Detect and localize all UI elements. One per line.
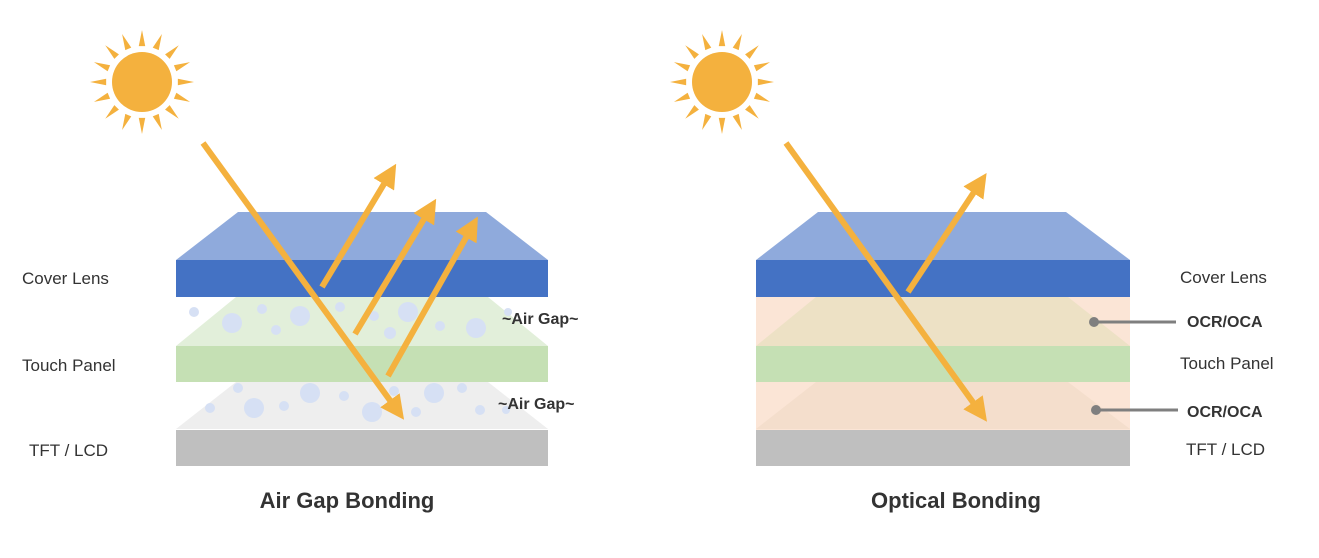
sun-ray — [122, 113, 132, 131]
sun-ray — [702, 113, 712, 131]
air-gap-bonding-panel: Cover Lens Touch Panel TFT / LCD ~Air Ga… — [22, 30, 578, 513]
sun-ray — [138, 117, 146, 134]
sun-ray — [702, 33, 712, 51]
sun-ray — [152, 33, 162, 51]
reflection-arrow — [905, 172, 987, 294]
sun-ray — [757, 78, 774, 86]
sun-ray — [753, 62, 771, 72]
cover-lens-layer — [176, 260, 548, 297]
cover-lens-layer — [756, 260, 1130, 297]
sun-ray — [93, 62, 111, 72]
sun-ray — [753, 92, 771, 102]
sun-ray — [732, 113, 742, 131]
right-label-touch-panel: Touch Panel — [1180, 354, 1274, 373]
sun-disc — [112, 52, 172, 112]
upper-ocr-trapezoid — [756, 297, 1130, 346]
sun-ray — [93, 92, 111, 102]
sun-ray — [173, 62, 191, 72]
left-panel-title: Air Gap Bonding — [260, 488, 435, 513]
lower-air-gap — [176, 382, 548, 429]
ocr-label-upper: OCR/OCA — [1187, 314, 1263, 331]
sun-icon — [670, 30, 774, 134]
sun-ray — [685, 45, 699, 59]
sun-ray — [670, 78, 687, 86]
sun-ray — [685, 105, 699, 119]
sun-ray — [673, 92, 691, 102]
light-arrows — [200, 141, 478, 420]
optical-bonding-panel: Cover Lens OCR/OCA Touch Panel OCR/OCA T… — [670, 30, 1274, 513]
sun-ray — [173, 92, 191, 102]
sun-ray — [745, 105, 759, 119]
right-label-cover-lens: Cover Lens — [1180, 268, 1267, 287]
ocr-connectors — [1089, 317, 1178, 415]
air-gap-label-lower: ~Air Gap~ — [498, 396, 574, 413]
cover-lens-top — [176, 212, 548, 260]
sun-ray — [732, 33, 742, 51]
light-arrows — [783, 141, 988, 422]
incident-arrow — [783, 141, 988, 422]
incident-arrow — [200, 141, 405, 420]
reflection-arrow-1 — [319, 163, 397, 289]
lower-ocr-trapezoid — [756, 382, 1130, 429]
sun-disc — [692, 52, 752, 112]
sun-ray — [165, 45, 179, 59]
sun-icon — [90, 30, 194, 134]
left-label-tft-lcd: TFT / LCD — [29, 441, 108, 460]
left-label-touch-panel: Touch Panel — [22, 356, 116, 375]
sun-ray — [138, 30, 146, 47]
left-label-cover-lens: Cover Lens — [22, 269, 109, 288]
sun-ray — [105, 105, 119, 119]
sun-ray — [718, 117, 726, 134]
right-label-tft-lcd: TFT / LCD — [1186, 440, 1265, 459]
ocr-label-lower: OCR/OCA — [1187, 404, 1263, 421]
sun-ray — [105, 45, 119, 59]
reflection-arrow-3 — [385, 216, 478, 378]
sun-ray — [90, 78, 107, 86]
sun-ray — [177, 78, 194, 86]
sun-ray — [165, 105, 179, 119]
sun-ray — [122, 33, 132, 51]
tft-lcd-layer — [756, 430, 1130, 466]
sun-ray — [152, 113, 162, 131]
sun-ray — [745, 45, 759, 59]
sun-ray — [718, 30, 726, 47]
tft-lcd-layer — [176, 430, 548, 466]
right-panel-title: Optical Bonding — [871, 488, 1041, 513]
sun-ray — [673, 62, 691, 72]
reflection-arrow-2 — [352, 198, 437, 336]
air-gap-label-upper: ~Air Gap~ — [502, 311, 578, 328]
